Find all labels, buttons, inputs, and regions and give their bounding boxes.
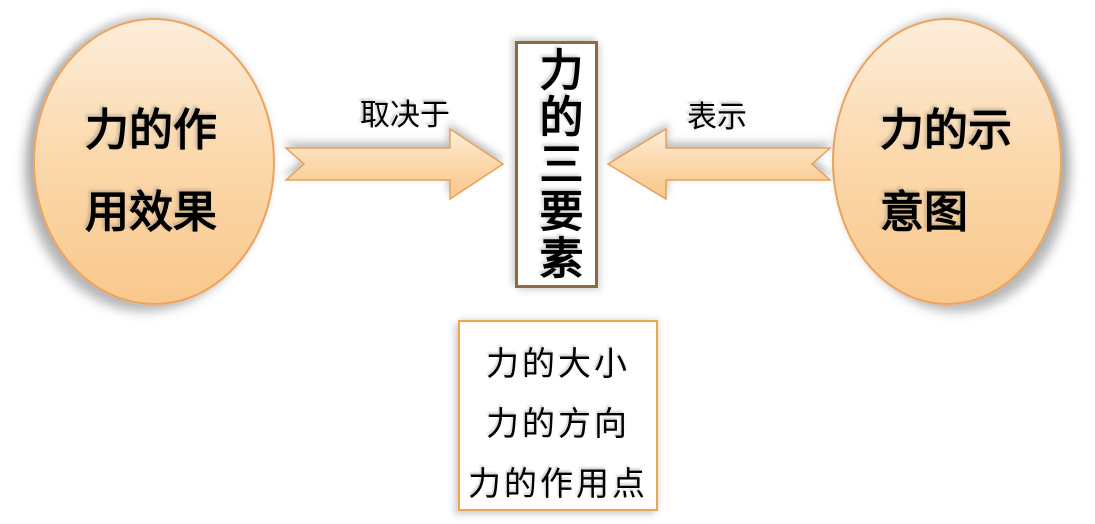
list-item-application-point: 力的作用点 [468,464,648,503]
right-arrow-label: 表示 [687,100,747,135]
ellipse-force-effect: 力的作 用效果 [33,18,275,305]
left-arrow-icon [606,127,832,201]
center-box-text: 力的三要素 [531,47,583,282]
list-item-magnitude: 力的大小 [486,344,630,383]
text-line: 力的作 [85,105,217,156]
ellipse-force-schematic-text: 力的示 意图 [880,90,1012,254]
list-item-direction: 力的方向 [486,404,630,443]
right-arrow-icon [284,127,505,201]
left-arrow-label: 取决于 [360,98,450,133]
left-arrow-shape [606,127,832,201]
text-line: 力的示 [880,105,1012,156]
text-line: 意图 [880,187,968,238]
bottom-box-elements-list: 力的大小 力的方向 力的作用点 [458,320,658,511]
right-arrow-shape [284,127,505,201]
ellipse-force-schematic: 力的示 意图 [832,18,1062,305]
text-line: 用效果 [85,187,217,238]
ellipse-force-effect-text: 力的作 用效果 [85,90,217,254]
center-box-three-elements: 力的三要素 [515,41,598,288]
